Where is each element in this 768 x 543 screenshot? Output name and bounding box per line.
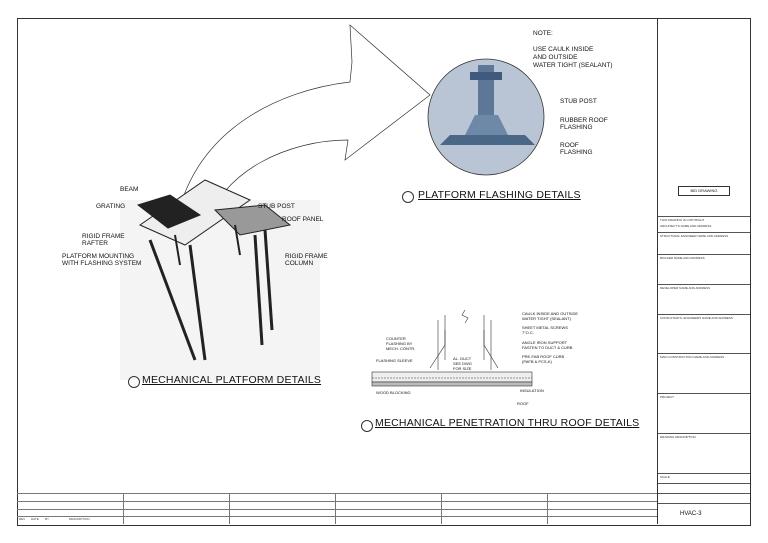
- flashing-illustration: [427, 58, 545, 176]
- tb-developer: DEVELOPER NAME AND ADDRESS: [660, 286, 711, 290]
- flashing-note: NOTE: USE CAULK INSIDE AND OUTSIDE WATER…: [533, 30, 613, 69]
- tb-construction: MAIN CONSTRUCTION NAME AND ADDRESS: [660, 355, 725, 359]
- label-roof: ROOF: [517, 401, 529, 406]
- by-header: BY: [45, 517, 50, 521]
- detail-number-2: [402, 191, 414, 203]
- platform-detail-title: MECHANICAL PLATFORM DETAILS: [142, 374, 322, 386]
- label-flashing-stub-post: STUB POST: [560, 98, 597, 105]
- label-roof-panel: ROOF PANEL: [282, 216, 324, 223]
- detail-number-1: [128, 376, 140, 388]
- label-beam: BEAM: [120, 186, 139, 193]
- tb-scale: SCALE: [660, 475, 670, 479]
- label-rigid-rafter: RIGID FRAME RAFTER: [82, 233, 125, 247]
- bid-drawing-stamp: BID DRAWING: [678, 186, 730, 196]
- date-header: DATE: [31, 517, 39, 521]
- detail-number-3: [361, 420, 373, 432]
- title-block: BID DRAWING THIS DRAWING IS COPYRIGHT AR…: [657, 18, 750, 524]
- tb-structural: STRUCTURAL ENGINEER NAME AND ADDRESS: [660, 234, 729, 238]
- tb-consultants: CONSULTANTS, ENGINEERS NAME AND ADDRESS: [660, 316, 733, 320]
- label-caulk: CAULK INSIDE AND OUTSIDE WATER TIGHT (SE…: [522, 311, 579, 321]
- callout-arrow: [174, 24, 431, 231]
- tb-description: DRAWING DESCRIPTION: [660, 435, 696, 439]
- tb-architect: ARCHITECT'S NAME AND ADDRESS: [660, 224, 712, 228]
- sheet-number: HVAC-3: [680, 511, 702, 517]
- penetration-illustration: [371, 309, 533, 387]
- platform-illustration: [120, 179, 320, 380]
- description-header: DESCRIPTION: [69, 517, 90, 521]
- label-stub-post: STUB POST: [258, 203, 295, 210]
- label-counter-flashing: COUNTER FLASHING BY MECH. CONTR.: [386, 336, 416, 351]
- label-insulation: INSULATION: [520, 388, 544, 393]
- label-roof-curb: PRE-FAB ROOF CURB (PAFB & PCS-K): [522, 354, 565, 364]
- label-rubber-flashing: RUBBER ROOF FLASHING: [560, 117, 608, 131]
- label-angle-iron: ANGLE IRON SUPPORT FASTEN TO DUCT & CURB: [522, 340, 573, 350]
- label-grating: GRATING: [96, 203, 126, 210]
- label-platform-mounting: PLATFORM MOUNTING WITH FLASHING SYSTEM: [62, 253, 142, 267]
- label-wood-blocking: WOOD BLOCKING: [376, 390, 411, 395]
- label-screws: SHEET METAL SCREWS 7"O.C.: [522, 325, 568, 335]
- label-roof-flashing: ROOF FLASHING: [560, 142, 593, 156]
- label-flashing-sleeve: FLASHING SLEEVE: [376, 358, 413, 363]
- tb-builder: BUILDER NAME AND ADDRESS: [660, 256, 705, 260]
- tb-copyright: THIS DRAWING IS COPYRIGHT: [660, 218, 705, 222]
- tb-project: PROJECT: [660, 395, 675, 399]
- rev-header: REV: [19, 517, 26, 521]
- label-rigid-column: RIGID FRAME COLUMN: [285, 253, 328, 267]
- drawing-frame: [17, 18, 751, 526]
- penetration-detail-title: MECHANICAL PENETRATION THRU ROOF DETAILS: [375, 417, 640, 429]
- label-duct: AL. DUCT SEE DWG FOR SIZE: [453, 356, 472, 371]
- flashing-detail-title: PLATFORM FLASHING DETAILS: [418, 189, 581, 201]
- revision-strip: REV DATE BY DESCRIPTION: [17, 493, 657, 524]
